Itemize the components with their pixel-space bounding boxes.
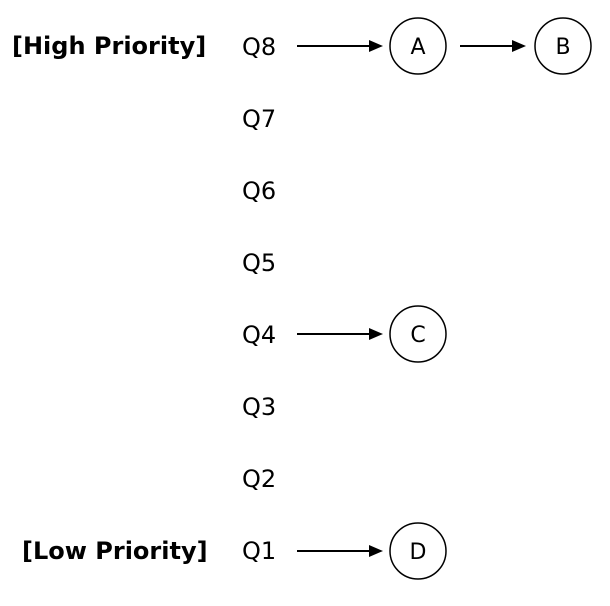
node-a-label: A [410,35,425,60]
high-priority-label: [High Priority] [12,32,206,60]
node-c-label: C [410,323,425,348]
queue-label-q6: Q6 [242,177,276,205]
arrow-q1-to-d [297,545,383,557]
node-b-label: B [555,35,570,60]
arrow-a-to-b [460,40,526,52]
arrow-q8-to-a [297,40,383,52]
queue-label-q1: Q1 [242,537,276,565]
arrow-q4-to-c [297,328,383,340]
queue-label-q3: Q3 [242,393,276,421]
node-d: D [389,522,447,580]
node-a: A [389,17,447,75]
low-priority-label: [Low Priority] [22,537,208,565]
queue-label-q5: Q5 [242,249,276,277]
node-d-label: D [410,540,427,565]
queue-label-q7: Q7 [242,105,276,133]
queue-label-q2: Q2 [242,465,276,493]
node-b: B [534,17,592,75]
queue-label-q4: Q4 [242,321,276,349]
node-c: C [389,305,447,363]
queue-label-q8: Q8 [242,33,276,61]
